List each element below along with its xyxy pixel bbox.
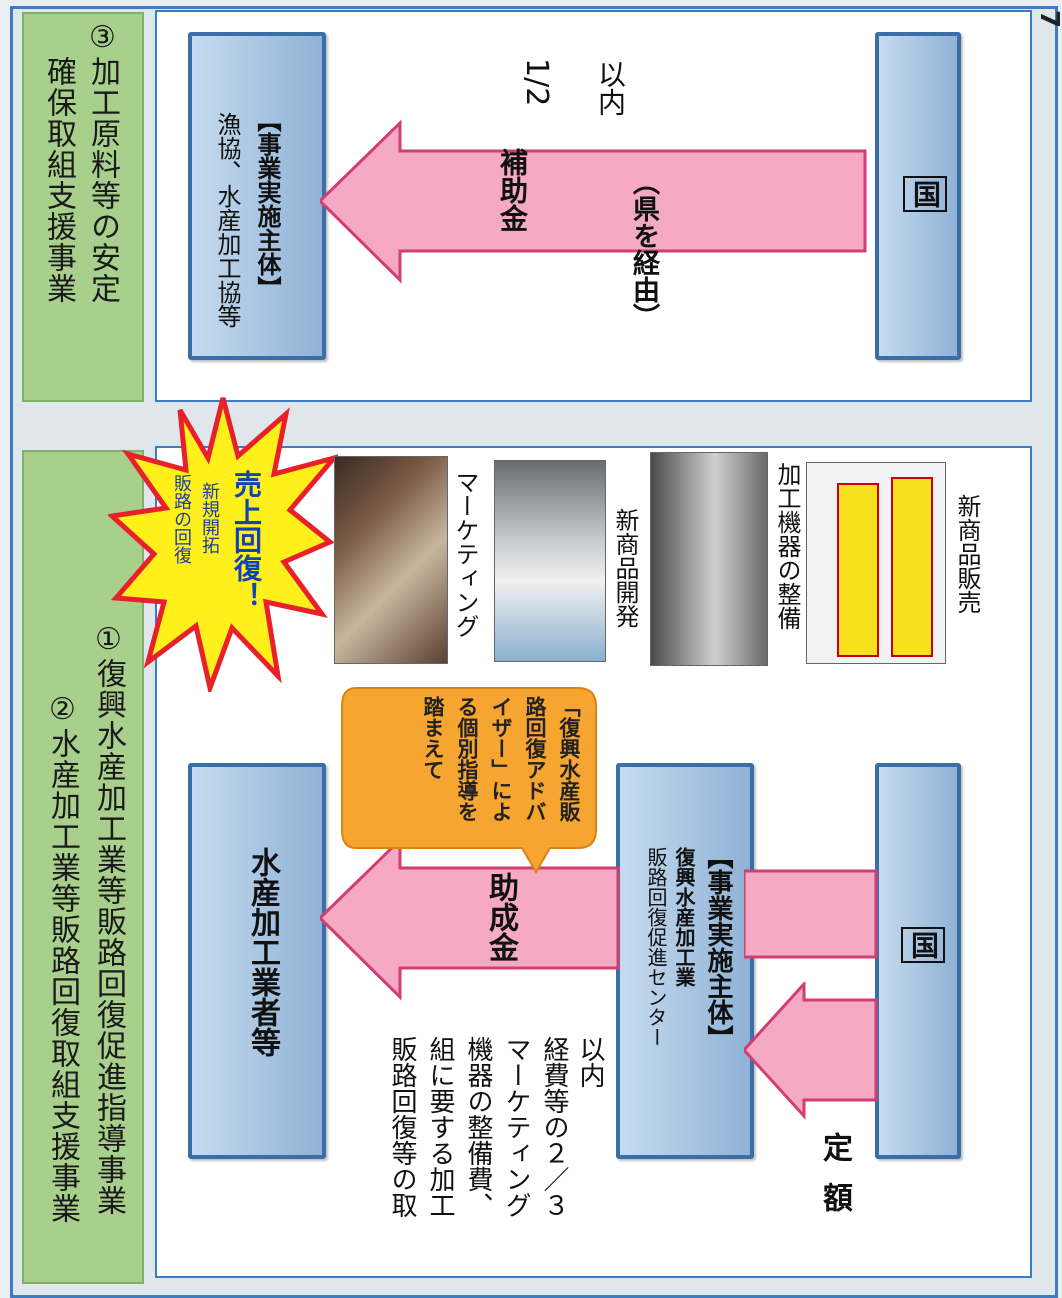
caption-new-product-development: 新商品開発: [611, 508, 639, 628]
left-government-label: 国: [901, 927, 945, 963]
subsidy-condition-line-3: 機器の整備費、: [463, 1036, 493, 1218]
left-implementer-line2: 販路回復促進センター: [644, 847, 668, 1047]
left-section-header: ①復興水産加工業等販路回復促進指導事業 ②水産加工業等販路回復取組支援事業: [22, 450, 144, 1284]
right-section-title-1: ③加工原料等の安定: [85, 20, 120, 304]
grant-arrow: [320, 836, 620, 1001]
photo-new-product-sales: [806, 462, 946, 664]
photo-marketing: [334, 456, 448, 664]
subsidy-condition: 販路回復等の取 組に要する加工 機器の整備費、 マーケティング 経費等の２／３ …: [384, 1036, 605, 1266]
grant-label: 助成金: [483, 872, 518, 962]
right-rate-line2: 以内: [594, 60, 627, 116]
burst-line2: 新規開拓: [199, 482, 220, 554]
photo-new-product-development: [494, 460, 606, 662]
product-package-2: [891, 477, 933, 657]
right-rate-line1: 1/2: [519, 58, 554, 107]
right-government-label: 国: [903, 176, 947, 212]
right-implementer-box: 【事業実施主体】 漁協、水産加工協等: [188, 32, 326, 360]
subsidy-condition-line-2: 組に要する加工: [425, 1036, 455, 1218]
left-implementer-label: 【事業実施主体】: [703, 843, 733, 1051]
right-government-box: 国: [875, 32, 961, 360]
left-section-title-1: ①復興水産加工業等販路回復促進指導事業: [91, 622, 126, 1216]
subsidy-condition-line-6: 以内: [575, 1036, 605, 1088]
caption-marketing: マーケティング: [451, 470, 479, 638]
left-government-box: 国: [875, 763, 961, 1159]
right-implementer-label: 【事業実施主体】: [253, 108, 281, 300]
sales-recovery-burst: [108, 397, 338, 692]
photo-equipment: [650, 452, 768, 666]
recipient-label: 水産加工業者等: [245, 847, 280, 1057]
gov-to-center-arrow: [744, 869, 878, 959]
right-implementer-name: 漁協、水産加工協等: [213, 112, 241, 328]
left-implementer-line1: 復興水産加工業: [672, 847, 696, 987]
right-section-title-2: 確保取組支援事業: [41, 56, 76, 304]
left-implementer-box: 【事業実施主体】 復興水産加工業 販路回復促進センター: [616, 763, 754, 1159]
caption-new-product-sales: 新商品販売: [953, 494, 981, 614]
recipient-box: 水産加工業者等: [188, 763, 326, 1159]
burst-line3: 売上回復！: [230, 470, 263, 610]
fixed-amount-label: 定額: [817, 1132, 852, 1232]
fixed-amount-arrow: [744, 982, 878, 1120]
right-via-label: （県を経由）: [628, 168, 659, 330]
product-package-1: [837, 483, 879, 657]
caption-equipment: 加工機器の整備: [773, 462, 801, 630]
page-number: 7: [1034, 9, 1062, 29]
advisor-note-bubble: [341, 687, 597, 874]
right-subsidy-label: 補助金: [496, 148, 529, 232]
advisor-note-text: 「復興水産販路回復アドバイザー」による個別指導を踏まえて: [421, 696, 581, 822]
subsidy-condition-line-1: 販路回復等の取: [387, 1036, 417, 1218]
right-section-header: ③加工原料等の安定 確保取組支援事業: [22, 12, 144, 402]
burst-line1: 販路の回復: [171, 474, 192, 564]
subsidy-condition-line-4: マーケティング: [501, 1036, 531, 1218]
right-subsidy-arrow: [320, 119, 867, 284]
subsidy-condition-line-5: 経費等の２／３: [539, 1036, 569, 1218]
left-section-title-2: ②水産加工業等販路回復取組支援事業: [45, 692, 80, 1224]
